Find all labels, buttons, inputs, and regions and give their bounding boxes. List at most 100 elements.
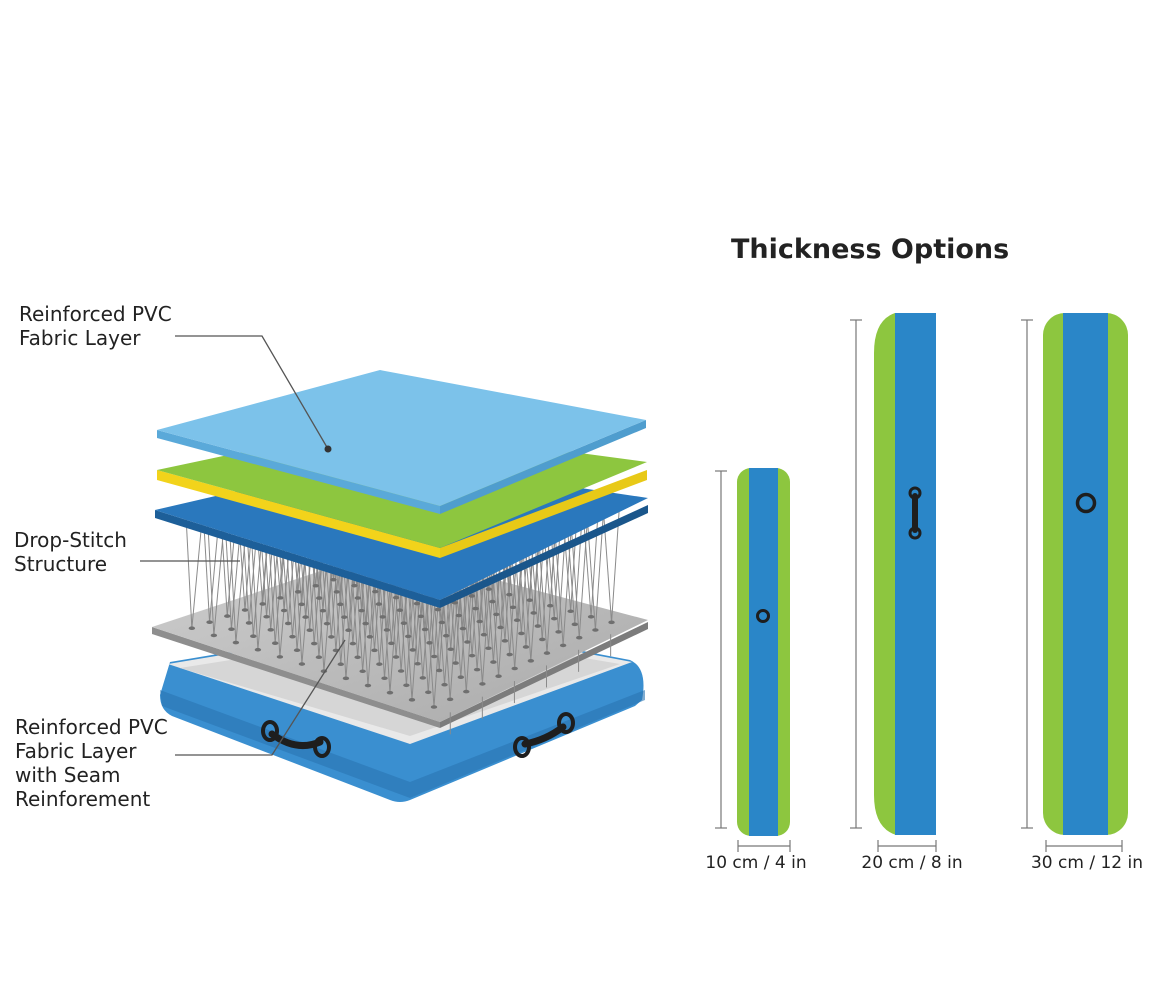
stitch-anchor — [559, 643, 567, 648]
stitch-anchor — [359, 669, 366, 674]
stitch-anchor — [312, 583, 319, 588]
stitch-anchor — [388, 641, 395, 646]
stitch-anchor — [206, 620, 213, 624]
stitch-anchor — [446, 697, 454, 702]
stitch-anchor — [473, 667, 481, 672]
stitch-anchor — [392, 595, 400, 600]
stitch-anchor — [245, 621, 253, 625]
stitch-anchor — [608, 620, 615, 625]
stitch-thread — [594, 515, 604, 631]
stitch-anchor — [188, 626, 196, 631]
stitch-anchor — [310, 641, 318, 646]
stitch-anchor — [501, 639, 509, 643]
stitch-anchor — [284, 621, 292, 626]
stitch-thread — [498, 561, 508, 677]
stitch-anchor — [302, 615, 309, 619]
stitch-anchor — [527, 659, 535, 663]
thickness-caption-10cm: 10 cm / 4 in — [705, 853, 807, 873]
stitch-anchor — [210, 633, 218, 638]
stitch-thread — [338, 564, 347, 679]
stitch-anchor — [371, 648, 378, 653]
stitch-anchor — [379, 615, 386, 619]
stitch-anchor — [404, 634, 412, 639]
stitch-thread — [185, 518, 193, 629]
stitch-anchor — [351, 583, 358, 588]
stitch-anchor — [480, 632, 488, 637]
top-fabric-layer — [157, 370, 646, 514]
stitch-anchor — [513, 618, 521, 623]
stitch-anchor — [289, 634, 296, 639]
stitch-anchor — [254, 647, 262, 652]
thickness-options-title: Thickness Options — [731, 234, 1010, 265]
stitch-anchor — [479, 682, 486, 686]
thickness-caption-30cm: 30 cm / 12 in — [1030, 853, 1144, 873]
thickness-option-20cm — [850, 313, 937, 852]
stitch-anchor — [425, 690, 432, 695]
stitch-anchor — [497, 625, 504, 630]
stitch-anchor — [342, 676, 350, 681]
thickness-options — [715, 313, 1128, 852]
stitch-anchor — [354, 655, 361, 660]
dimension-line-30cm — [1021, 319, 1123, 852]
stitch-anchor — [551, 616, 558, 621]
stitch-anchor — [349, 641, 357, 646]
stitch-anchor — [375, 602, 383, 606]
stitch-thread — [191, 518, 203, 629]
stitch-anchor — [271, 641, 279, 646]
stitch-thread — [574, 512, 583, 625]
stitch-anchor — [403, 683, 410, 688]
stitch-anchor — [362, 621, 369, 626]
stitch-anchor — [228, 627, 235, 631]
stitch-anchor — [509, 605, 517, 610]
stitch-anchor — [522, 645, 530, 649]
stitch-anchor — [330, 577, 337, 582]
stitch-anchor — [459, 626, 467, 631]
stitch-thread — [207, 525, 215, 636]
stitch-anchor — [383, 628, 391, 632]
stitch-anchor — [277, 596, 284, 600]
stitch-anchor — [250, 634, 257, 638]
leader-bottom-layer — [175, 639, 346, 756]
stitch-anchor — [306, 628, 313, 632]
stitch-anchor — [587, 614, 595, 619]
stitch-anchor — [468, 653, 476, 658]
stitch-anchor — [468, 594, 476, 598]
stitch-anchor — [328, 635, 335, 639]
valve-icon-10cm — [756, 609, 770, 623]
valve-icon-30cm — [1075, 492, 1097, 514]
stitch-anchor — [506, 652, 513, 657]
stitch-anchor — [421, 627, 429, 632]
stitch-anchor — [452, 661, 459, 665]
stitch-anchor — [543, 651, 551, 655]
stitch-anchor — [436, 668, 443, 673]
label-bottom-fabric-layer: Reinforced PVC Fabric Layer with Seam Re… — [15, 715, 168, 811]
stitch-anchor — [490, 660, 497, 664]
stitch-anchor — [463, 689, 470, 694]
stitch-anchor — [511, 666, 518, 671]
stitch-thread — [229, 531, 237, 643]
stitch-thread — [272, 545, 281, 657]
label-drop-stitch-structure: Drop-Stitch Structure — [14, 528, 127, 576]
stitch-anchor — [263, 614, 270, 619]
thickness-option-30cm — [1021, 313, 1128, 852]
stitch-anchor — [567, 609, 574, 614]
stitch-anchor — [526, 598, 533, 602]
stitch-anchor — [298, 602, 305, 607]
stitch-anchor — [413, 601, 421, 606]
stitch-anchor — [455, 613, 462, 618]
stitch-anchor — [430, 705, 438, 709]
stitch-thread — [514, 553, 524, 669]
stitch-anchor — [341, 615, 348, 619]
stitch-anchor — [232, 640, 240, 645]
stitch-anchor — [337, 662, 344, 667]
stitch-anchor — [489, 599, 496, 604]
base-handle-right — [513, 712, 575, 758]
stitch-anchor — [485, 646, 492, 651]
stitch-anchor — [259, 602, 266, 606]
stitch-thread — [530, 546, 540, 661]
stitch-thread — [345, 564, 356, 679]
stitch-anchor — [354, 596, 362, 600]
mat-profile-20cm — [874, 313, 896, 835]
stitch-anchor — [241, 608, 249, 612]
stitch-anchor — [323, 621, 331, 626]
